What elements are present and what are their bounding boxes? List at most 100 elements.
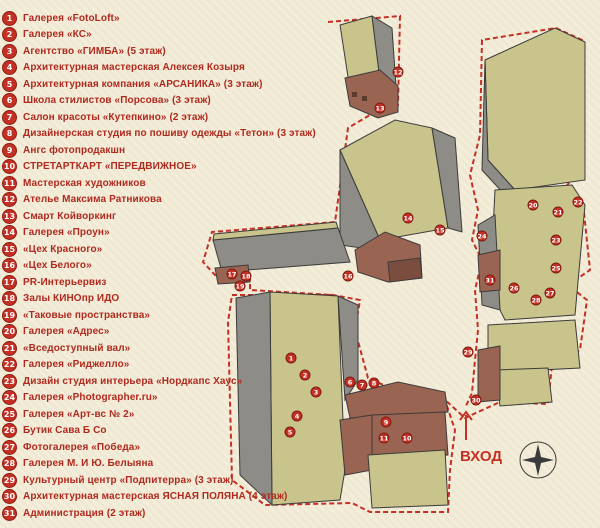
map-marker[interactable]: 15 [434,224,446,236]
map-marker[interactable]: 12 [392,66,404,78]
map-marker[interactable]: 28 [530,294,542,306]
legend-item[interactable]: 19«Таковые пространства» [2,307,150,323]
legend-label: Культурный центр «Подпитерра» (3 этаж) [23,474,234,486]
map-marker[interactable]: 3 [310,386,322,398]
building-brick-south [339,381,449,509]
legend-label: Галерея «КС» [23,29,92,40]
map-marker[interactable]: 31 [484,274,496,286]
svg-text:22: 22 [573,198,582,206]
legend-number: 10 [2,159,17,174]
legend-label: Дизайн студия интерьера «Нордкапс Хаус» [23,375,243,387]
svg-text:24: 24 [477,232,487,240]
legend-label: Школа стилистов «Порсова» (3 этаж) [23,95,211,106]
map-marker[interactable]: 25 [550,262,562,274]
legend-item[interactable]: 18 Залы КИНОпр ИДО [2,291,119,307]
legend-item[interactable]: 15«Цех Красного» [2,241,102,257]
map-marker[interactable]: 9 [380,416,392,428]
svg-text:30: 30 [471,396,481,404]
svg-text:12: 12 [393,68,402,76]
legend-item[interactable]: 23 Дизайн студия интерьера «Нордкапс Хаус… [2,373,242,389]
map-marker[interactable]: 4 [291,410,303,422]
map-marker[interactable]: 16 [342,270,354,282]
legend-number: 26 [2,423,17,438]
map-marker[interactable]: 19 [234,280,246,292]
svg-text:15: 15 [435,226,445,234]
svg-text:17: 17 [227,270,236,278]
legend-label: Галерея «Риджелло» [23,359,130,370]
legend-label: PR-Интерьервиз [23,276,107,288]
svg-text:9: 9 [384,418,389,426]
map-marker[interactable]: 8 [368,377,380,389]
map-marker[interactable]: 20 [527,199,539,211]
legend-number: 11 [2,175,17,191]
map-marker[interactable]: 1 [285,352,297,364]
map-marker[interactable]: 10 [401,432,413,444]
building-east-low [477,319,581,407]
legend-number: 18 [2,291,17,306]
legend-label: Залы КИНОпр ИДО [23,293,120,304]
map-marker[interactable]: 5 [284,426,296,438]
map-marker[interactable]: 6 [344,376,356,388]
legend-item[interactable]: 12 Ателье Максима Ратникова [2,192,162,208]
legend-number: 14 [2,225,17,240]
map-marker[interactable]: 27 [544,287,556,299]
legend-number: 23 [2,373,17,389]
legend-item[interactable]: 21«Вседоступный вал» [2,340,130,356]
legend-item[interactable]: 2 Галерея «КС» [2,27,92,43]
legend-number: 12 [2,192,17,207]
legend-label: Архитектурная компания «АРСАНИКА» (3 эта… [23,78,263,90]
legend-label: Дизайнерская студия по пошиву одежды «Те… [23,128,316,139]
map-marker[interactable]: 29 [462,346,474,358]
map-marker[interactable]: 30 [470,394,482,406]
legend-item[interactable]: 11 Мастерская художников [2,175,146,191]
map-marker[interactable]: 14 [402,212,414,224]
map-marker[interactable]: 17 [226,268,238,280]
map-marker[interactable]: 26 [508,282,520,294]
legend-label: «Вседоступный вал» [23,342,131,354]
legend-item[interactable]: 10 СТРЕТАРТКАРТ «ПЕРЕДВИЖНОЕ» [2,159,197,175]
svg-text:14: 14 [403,214,413,222]
map-marker[interactable]: 22 [572,196,584,208]
map-marker[interactable]: 23 [550,234,562,246]
svg-text:16: 16 [343,272,353,280]
legend-label: Мастерская художников [23,177,146,189]
svg-text:10: 10 [402,434,412,442]
svg-text:28: 28 [531,296,541,304]
legend-number: 2 [2,27,17,42]
map-marker[interactable]: 18 [240,270,252,282]
legend-number: 7 [2,109,17,125]
svg-text:11: 11 [379,434,389,442]
legend-number: 13 [2,208,17,224]
map-marker[interactable]: 2 [299,369,311,381]
map-marker[interactable]: 7 [356,379,368,391]
map-marker[interactable]: 11 [378,432,390,444]
map-marker[interactable]: 24 [476,230,488,242]
legend-label: Ателье Максима Ратникова [23,194,162,205]
legend-label: СТРЕТАРТКАРТ «ПЕРЕДВИЖНОЕ» [23,161,197,172]
map-marker[interactable]: 21 [552,206,564,218]
map-marker[interactable]: 13 [374,102,386,114]
legend-item[interactable]: 16«Цех Белого» [2,258,92,274]
